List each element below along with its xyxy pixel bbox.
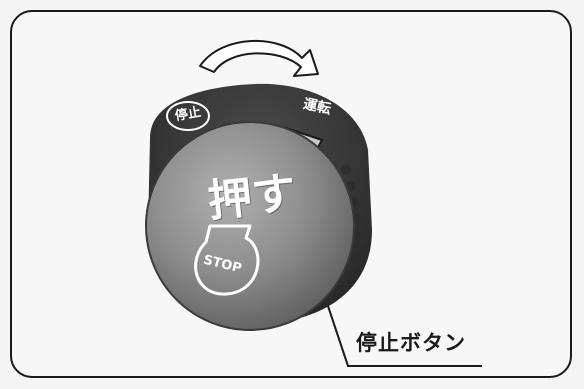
stop-emblem [194, 224, 260, 296]
stop-badge [166, 101, 210, 131]
curved-arrow-right-icon [199, 40, 319, 77]
push-text: 押す [205, 167, 299, 228]
stop-button-callout: 停止ボタン [356, 331, 466, 355]
